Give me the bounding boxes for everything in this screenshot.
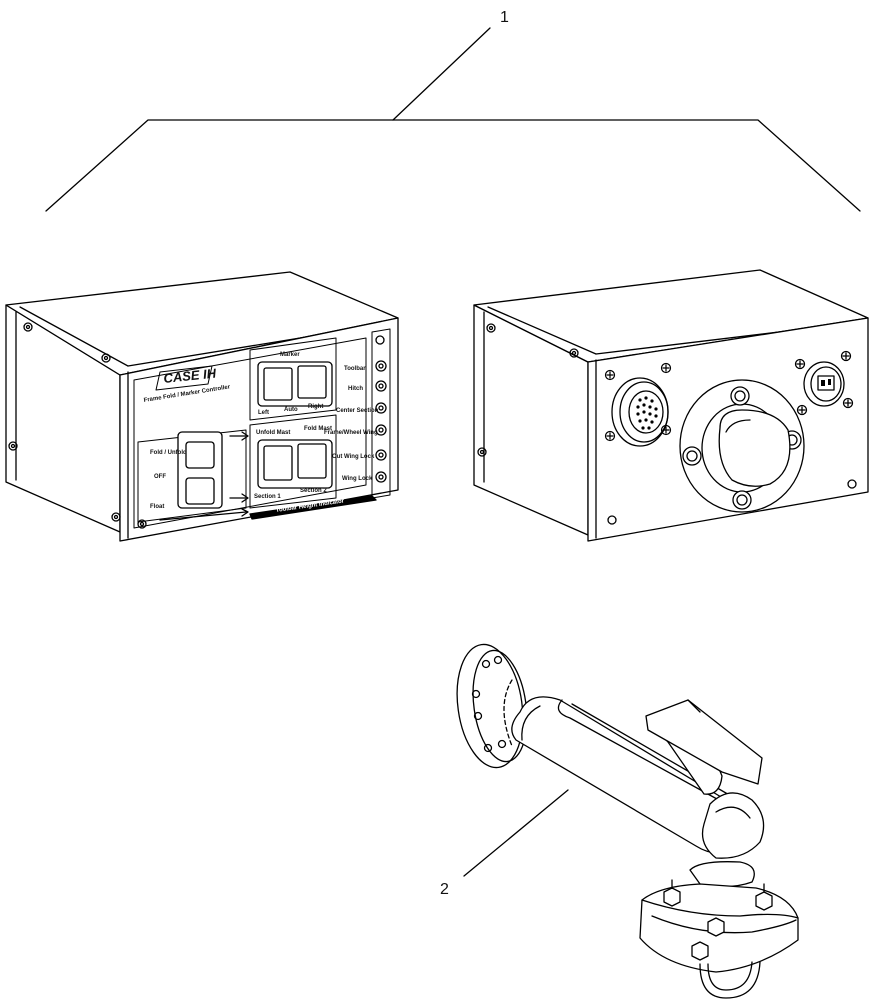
marker-auto-label: Auto [284,407,298,413]
off-label: OFF [154,474,166,480]
indicator-label-2: Center Section [336,408,379,414]
brand-logo: CASE IH [163,365,218,385]
mounting-arm [456,643,799,999]
circular-connector [611,377,669,447]
controller-rear-view [473,269,869,542]
callout-1-bracket [45,27,861,212]
fold-label: Fold / Unfold [150,450,187,456]
indicator-label-1: Hitch [348,386,363,392]
controller-front-view [5,271,399,542]
float-label: Float [150,504,164,510]
marker-left-label: Left [258,410,269,416]
section2-label: Section 2 [300,488,327,494]
power-connector [794,350,854,416]
callout-2: 2 [440,881,449,898]
marker-right-label: Right [308,404,323,410]
callout-2-leader [463,789,569,877]
marker-group-label: Marker [280,352,300,358]
indicator-label-5: Wing Lock [342,476,373,482]
indicator-label-4: Out Wing Lock [332,454,375,460]
callout-1: 1 [500,9,509,26]
unfold-mast-label: Unfold Mast [256,430,290,436]
fold-mast-label: Fold Mast [304,426,332,432]
indicator-label-0: Toolbar [344,366,366,372]
ram-ball-mount [679,379,805,513]
section1-label: Section 1 [254,494,281,500]
indicator-label-3: Frame/Wheel Wing [324,430,378,436]
